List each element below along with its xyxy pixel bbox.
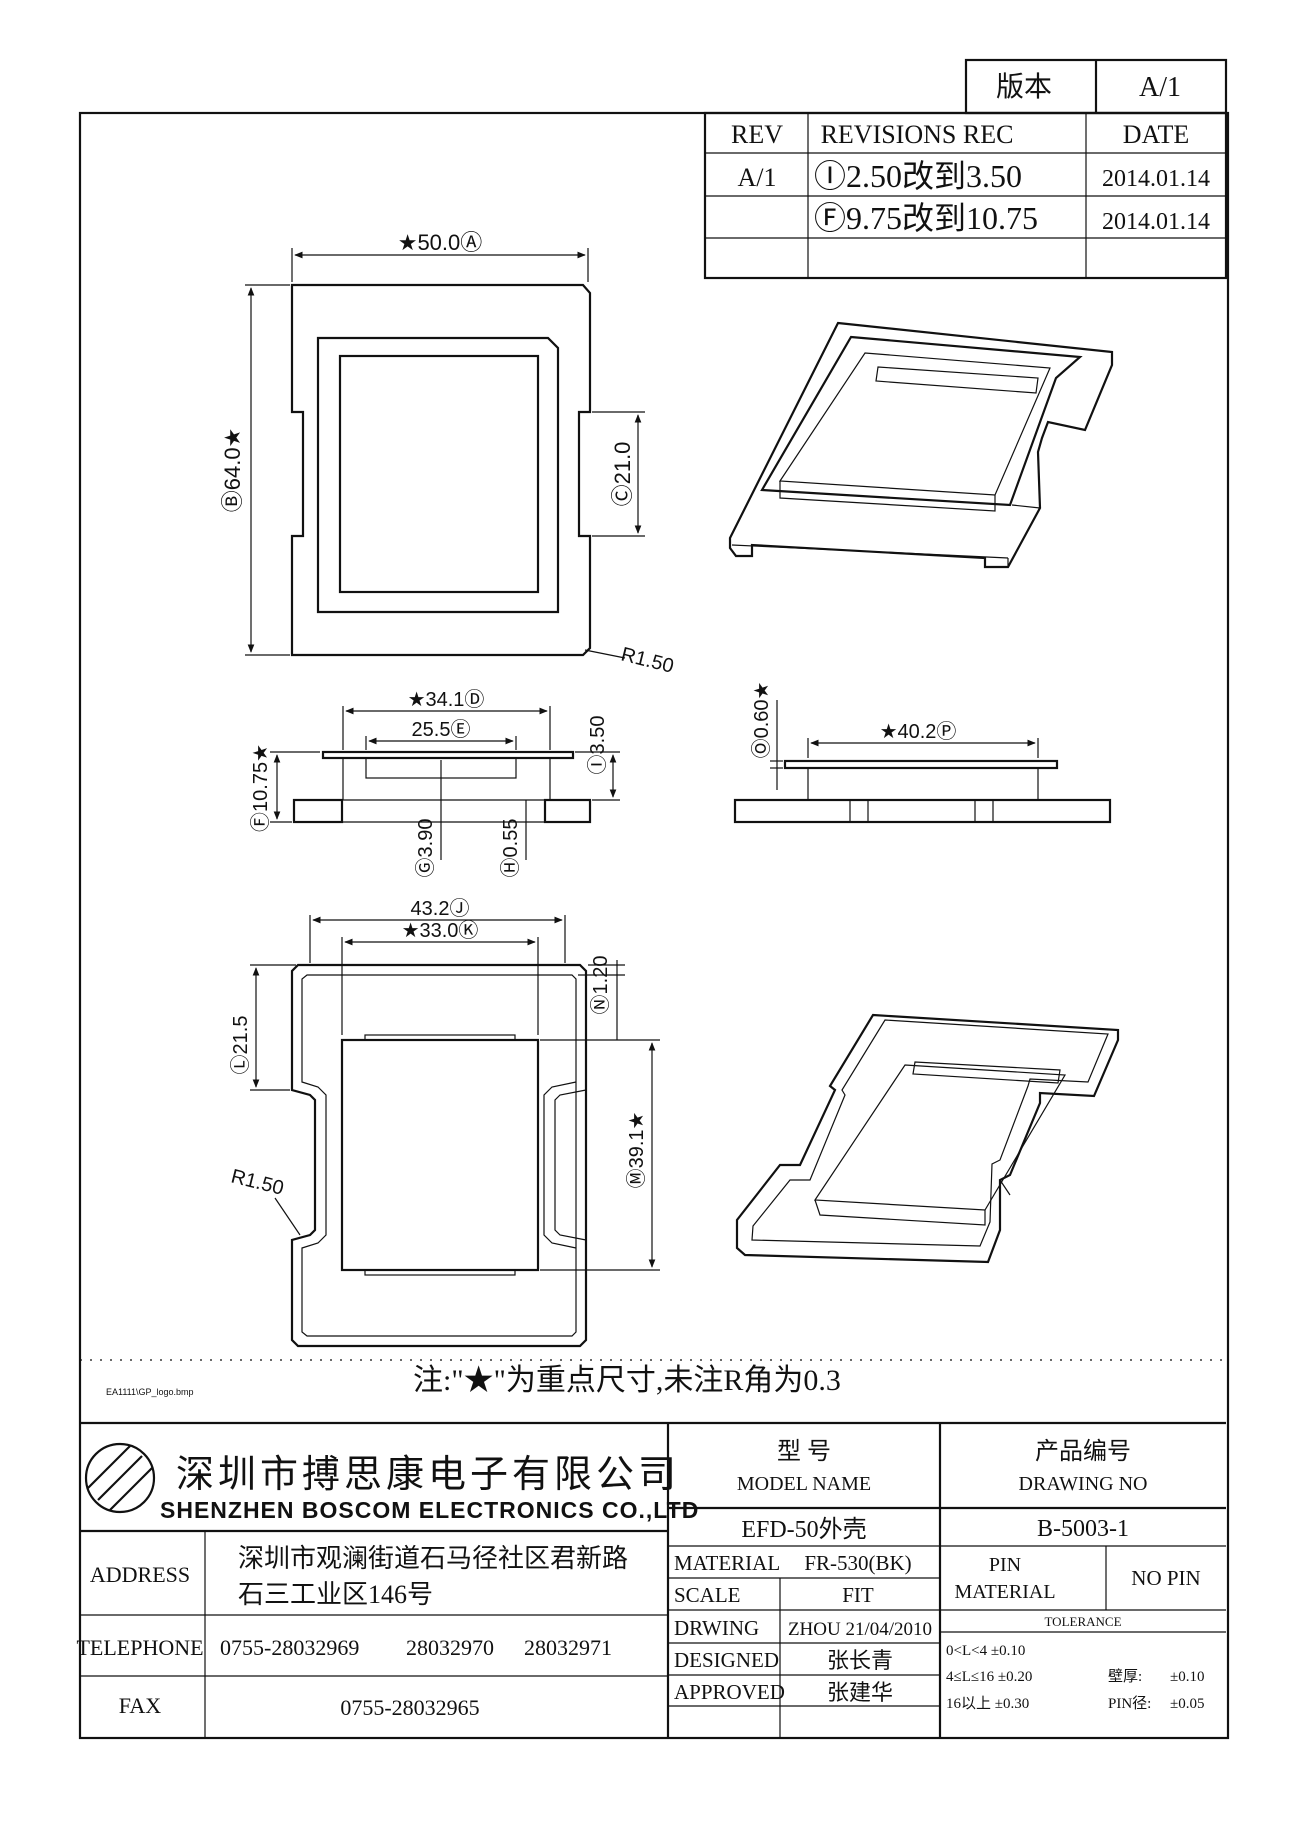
drawing-by-label: DRWING — [674, 1616, 759, 1640]
pin-label-2: MATERIAL — [954, 1581, 1055, 1603]
drawing-label-en: DRAWING NO — [1019, 1473, 1148, 1495]
material-value: FR-530(BK) — [804, 1551, 911, 1575]
address-line-2: 石三工业区146号 — [238, 1580, 433, 1609]
date-row-2: 2014.01.14 — [1102, 209, 1210, 235]
dim-end-060: Ⓞ0.60★ — [750, 682, 773, 759]
dim-side-390: Ⓖ3.90 — [414, 819, 437, 878]
wall-label: 壁厚: — [1108, 1668, 1142, 1685]
isometric-view-bottom — [735, 1013, 1120, 1264]
date-header: DATE — [1123, 120, 1189, 149]
date-row-1: 2014.01.14 — [1102, 166, 1210, 192]
tolerance-1: 0<L<4 ±0.10 — [946, 1643, 1025, 1659]
wall-value: ±0.10 — [1170, 1669, 1204, 1685]
dim-bottom-391: Ⓜ39.1★ — [625, 1112, 648, 1189]
tolerance-2: 4≤L≤16 ±0.20 — [946, 1669, 1032, 1685]
version-box: 版本 A/1 — [964, 58, 1228, 115]
dim-side-255: 25.5Ⓔ — [412, 718, 471, 741]
end-view: ★40.2Ⓟ Ⓞ0.60★ — [733, 682, 1112, 824]
approved-value: 张建华 — [827, 1680, 893, 1705]
material-label: MATERIAL — [674, 1551, 780, 1575]
dim-side-055: Ⓗ0.55 — [499, 819, 522, 878]
top-view: ★50.0Ⓐ Ⓑ64.0★ Ⓒ21.0 R1.50 — [220, 230, 676, 678]
drawing-value: B-5003-1 — [1037, 1516, 1129, 1542]
dim-top-side: Ⓒ21.0 — [610, 442, 635, 507]
address-label: ADDRESS — [90, 1562, 190, 1587]
fax-label: FAX — [119, 1693, 161, 1718]
drawing-by-value: ZHOU 21/04/2010 — [788, 1619, 932, 1640]
rev-header: REV — [731, 120, 783, 149]
pin-label-1: PIN — [989, 1554, 1021, 1576]
designed-value: 张长青 — [827, 1648, 893, 1673]
telephone-2: 28032970 — [406, 1635, 494, 1660]
title-block: 深圳市搏思康电子有限公司 SHENZHEN BOSCOM ELECTRONICS… — [76, 1421, 1226, 1738]
dim-top-radius: R1.50 — [619, 644, 676, 678]
tolerance-3: 16以上 ±0.30 — [946, 1695, 1029, 1712]
sheet-border — [78, 111, 1230, 1740]
bottom-view: 43.2Ⓙ ★33.0Ⓚ Ⓛ21.5 Ⓝ1.20 Ⓜ39.1★ R1.50 — [229, 897, 660, 1348]
dim-bottom-330: ★33.0Ⓚ — [402, 919, 479, 942]
dim-bottom-120: Ⓝ1.20 — [589, 956, 612, 1015]
dim-bottom-215: Ⓛ21.5 — [229, 1016, 252, 1075]
dim-top-width: ★50.0Ⓐ — [398, 230, 483, 255]
drawing-label-cn: 产品编号 — [1035, 1438, 1131, 1465]
designed-label: DESIGNED — [674, 1648, 779, 1672]
telephone-3: 28032971 — [524, 1635, 612, 1660]
company-name-cn: 深圳市搏思康电子有限公司 — [176, 1454, 680, 1496]
pin-dia-value: ±0.05 — [1170, 1696, 1204, 1712]
tolerance-label: TOLERANCE — [1044, 1614, 1121, 1629]
dim-side-1075: Ⓕ10.75★ — [249, 744, 272, 832]
pin-dia-label: PIN径: — [1108, 1695, 1151, 1712]
telephone-1: 0755-28032969 — [220, 1635, 359, 1660]
version-label: 版本 — [996, 71, 1052, 103]
scale-label: SCALE — [674, 1583, 741, 1607]
general-note: 注:"★"为重点尺寸,未注R角为0.3 — [413, 1364, 841, 1397]
side-view: ★34.1Ⓓ 25.5Ⓔ Ⓘ3.50 Ⓕ10.75★ Ⓖ3.90 Ⓗ0.55 — [249, 688, 620, 877]
model-label-en: MODEL NAME — [737, 1473, 871, 1495]
dim-top-height: Ⓑ64.0★ — [220, 428, 245, 513]
company-logo — [84, 1442, 156, 1514]
rev-row-1: A/1 — [738, 163, 777, 192]
dim-end-402: ★40.2Ⓟ — [880, 720, 957, 743]
logo-file-label: EA1111\GP_logo.bmp — [106, 1387, 194, 1397]
dim-side-350: Ⓘ3.50 — [586, 716, 609, 775]
company-name-en: SHENZHEN BOSCOM ELECTRONICS CO.,LTD — [160, 1497, 699, 1523]
isometric-view-top — [728, 321, 1114, 569]
pin-value: NO PIN — [1131, 1566, 1200, 1590]
dim-bottom-radius: R1.50 — [229, 1166, 286, 1200]
dim-bottom-432: 43.2Ⓙ — [411, 897, 470, 920]
approved-label: APPROVED — [674, 1680, 785, 1704]
revisions-table: REV REVISIONS REC DATE A/1 Ⓘ2.50改到3.50 2… — [703, 111, 1228, 280]
dim-side-34: ★34.1Ⓓ — [408, 688, 485, 711]
rec-row-1: Ⓘ2.50改到3.50 — [814, 158, 1022, 194]
fax-number: 0755-28032965 — [340, 1695, 479, 1720]
scale-value: FIT — [842, 1583, 874, 1607]
telephone-label: TELEPHONE — [76, 1635, 203, 1660]
model-value: EFD-50外壳 — [741, 1516, 866, 1543]
model-label-cn: 型 号 — [777, 1438, 831, 1465]
rec-header: REVISIONS REC — [821, 120, 1014, 149]
address-line-1: 深圳市观澜街道石马径社区君新路 — [238, 1544, 628, 1573]
rec-row-2: Ⓕ9.75改到10.75 — [814, 200, 1038, 236]
version-value: A/1 — [1139, 72, 1181, 103]
